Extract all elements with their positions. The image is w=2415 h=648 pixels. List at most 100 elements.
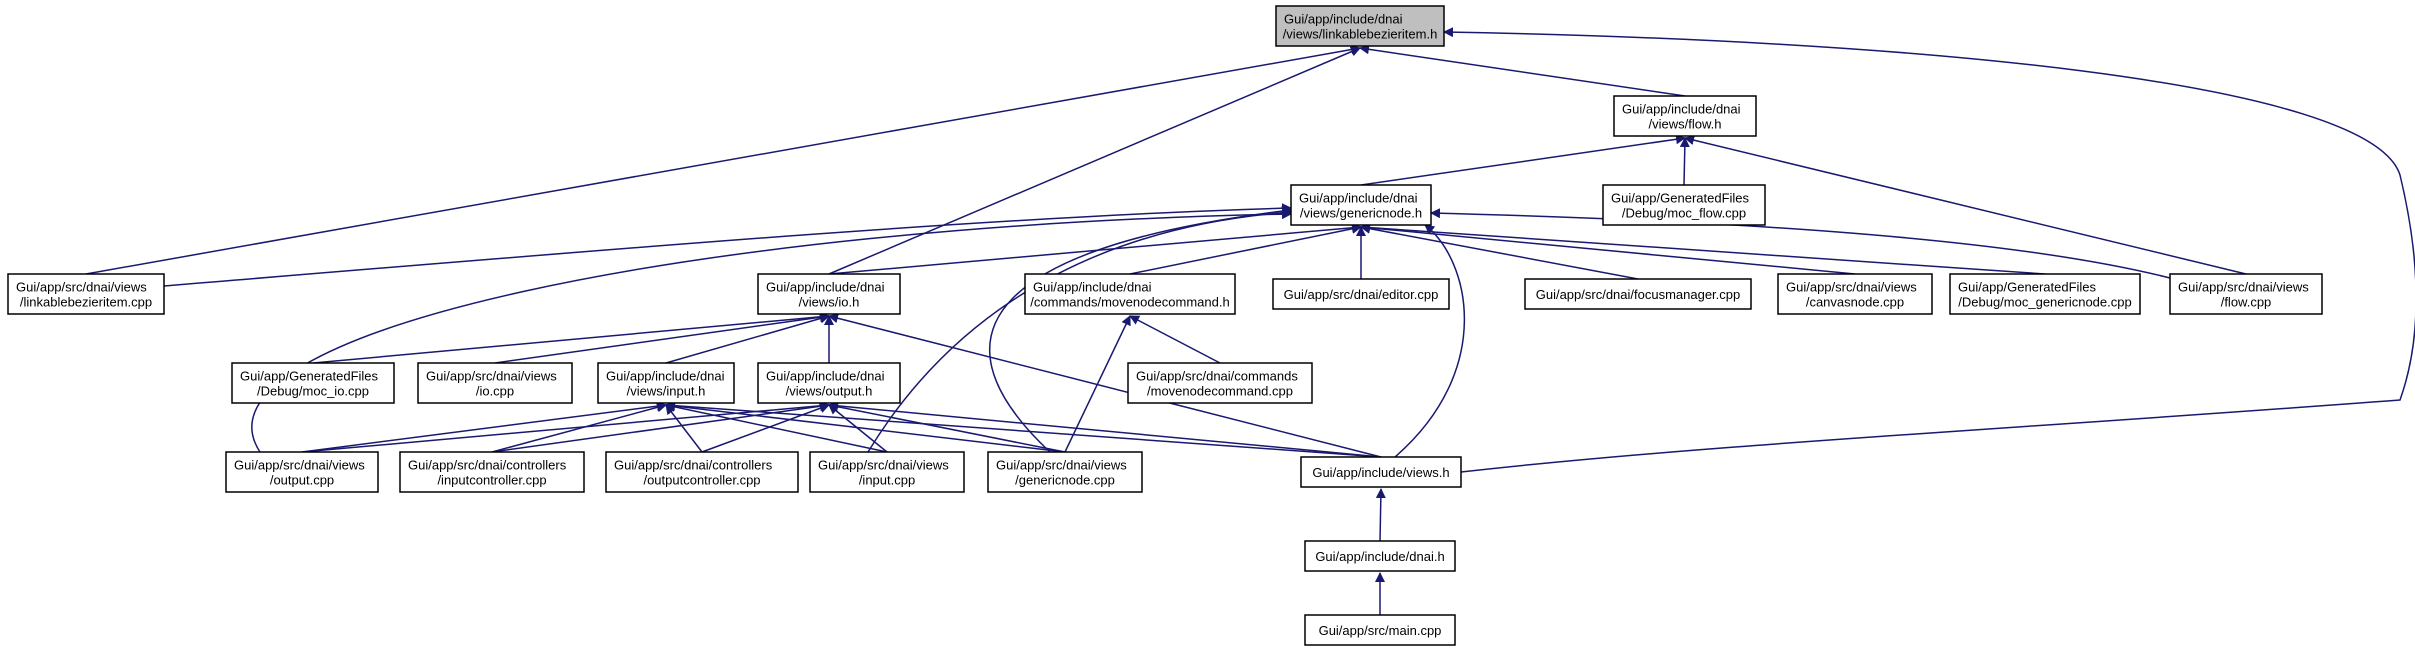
- node-box: [809, 451, 965, 493]
- node-movenodecommand-h[interactable]: Gui/app/include/dnai/commands/movenodeco…: [1024, 273, 1236, 315]
- node-box: [757, 273, 901, 315]
- node-label-line: /inputcontroller.cpp: [437, 473, 546, 488]
- edge-output_cpp-to-output_h: [301, 400, 830, 453]
- node-label-line: /commands/movenodecommand.h: [1030, 295, 1229, 310]
- node-label-line: Gui/app/src/main.cpp: [1319, 623, 1442, 638]
- node-box: [605, 451, 799, 493]
- edge-flow_h-to-linkablebezieritem_h: [1359, 44, 1686, 97]
- node-main-cpp[interactable]: Gui/app/src/main.cpp: [1304, 614, 1456, 646]
- node-views-h[interactable]: Gui/app/include/views.h: [1300, 456, 1462, 488]
- node-box: [1024, 273, 1236, 315]
- edge-input_h-to-io_h: [665, 313, 830, 364]
- node-label-line: /Debug/moc_flow.cpp: [1622, 206, 1746, 221]
- node-genericnode-h[interactable]: Gui/app/include/dnai/views/genericnode.h: [1290, 184, 1432, 226]
- node-label-line: Gui/app/include/dnai: [766, 369, 885, 384]
- edge-movenodecommand_h-to-genericnode_h: [1129, 223, 1362, 275]
- edge-views_h-to-linkablebezieritem_h: [1443, 27, 2415, 473]
- node-label-line: /views/input.h: [627, 384, 706, 399]
- node-box: [1777, 273, 1933, 315]
- edge-output_cpp-to-input_h: [301, 401, 667, 453]
- edge-views_h-to-io_h: [828, 313, 1382, 458]
- node-label-line: Gui/app/include/dnai: [1622, 102, 1741, 117]
- node-output-h[interactable]: Gui/app/include/dnai/views/output.h: [757, 362, 901, 404]
- edge-moc_flow-to-flow_h: [1679, 137, 1690, 186]
- node-label-line: Gui/app/include/dnai: [606, 369, 725, 384]
- node-input-h[interactable]: Gui/app/include/dnai/views/input.h: [597, 362, 735, 404]
- node-io-h[interactable]: Gui/app/include/dnai/views/io.h: [757, 273, 901, 315]
- edge-io_cpp-to-io_h: [494, 312, 830, 364]
- node-linkablebezieritem-cpp[interactable]: Gui/app/src/dnai/views/linkablebezierite…: [7, 273, 165, 315]
- node-box: [757, 362, 901, 404]
- edge-canvasnode_cpp-to-genericnode_h: [1360, 222, 1856, 275]
- node-outputcontroller-cpp[interactable]: Gui/app/src/dnai/controllers/outputcontr…: [605, 451, 799, 493]
- node-label-line: /views/flow.h: [1649, 117, 1722, 132]
- edge-genericnode_cpp-to-genericnode_h: [988, 206, 1292, 453]
- node-label-line: Gui/app/src/dnai/controllers: [614, 458, 773, 473]
- node-editor-cpp[interactable]: Gui/app/src/dnai/editor.cpp: [1272, 278, 1450, 310]
- edge-inputcontroller_cpp-to-output_h: [491, 401, 830, 453]
- node-io-cpp[interactable]: Gui/app/src/dnai/views/io.cpp: [417, 362, 573, 404]
- node-linkablebezieritem-h[interactable]: Gui/app/include/dnai/views/linkablebezie…: [1275, 5, 1445, 47]
- node-output-cpp[interactable]: Gui/app/src/dnai/views/output.cpp: [225, 451, 379, 493]
- node-flow-cpp[interactable]: Gui/app/src/dnai/views/flow.cpp: [2169, 273, 2323, 315]
- node-flow-h[interactable]: Gui/app/include/dnai/views/flow.h: [1613, 95, 1757, 137]
- edge-genericnode_cpp-to-output_h: [828, 401, 1066, 453]
- node-focusmanager-cpp[interactable]: Gui/app/src/dnai/focusmanager.cpp: [1524, 278, 1752, 310]
- edge-movenodecommand_cpp-to-movenodecommand_h: [1129, 315, 1221, 364]
- node-box: [417, 362, 573, 404]
- node-label-line: /canvasnode.cpp: [1806, 295, 1904, 310]
- node-moc-io[interactable]: Gui/app/GeneratedFiles/Debug/moc_io.cpp: [231, 362, 395, 404]
- node-label-line: Gui/app/include/views.h: [1312, 465, 1449, 480]
- node-label-line: /genericnode.cpp: [1015, 473, 1115, 488]
- node-label-line: Gui/app/src/dnai/controllers: [408, 458, 567, 473]
- node-label-line: /Debug/moc_io.cpp: [257, 384, 369, 399]
- node-label-line: Gui/app/src/dnai/views: [1786, 280, 1917, 295]
- node-box: [1290, 184, 1432, 226]
- node-box: [2169, 273, 2323, 315]
- node-box: [7, 273, 165, 315]
- node-box: [231, 362, 395, 404]
- node-box: [225, 451, 379, 493]
- edge-flow_cpp-to-genericnode_h: [1430, 208, 2171, 279]
- edge-genericnode_cpp-to-input_h: [665, 401, 1066, 453]
- node-label-line: /outputcontroller.cpp: [643, 473, 760, 488]
- edge-genericnode_cpp-to-movenodecommand_h: [1064, 315, 1131, 453]
- node-label-line: /input.cpp: [859, 473, 915, 488]
- edge-focusmanager_cpp-to-genericnode_h: [1360, 223, 1639, 280]
- node-box: [1304, 540, 1456, 572]
- node-box: [399, 451, 585, 493]
- node-label-line: Gui/app/GeneratedFiles: [1958, 280, 2097, 295]
- node-moc-genericnode[interactable]: Gui/app/GeneratedFiles/Debug/moc_generic…: [1949, 273, 2141, 315]
- node-dnai-h[interactable]: Gui/app/include/dnai.h: [1304, 540, 1456, 572]
- node-label-line: Gui/app/src/dnai/views: [16, 280, 147, 295]
- edge-moc_io-to-io_h: [312, 311, 830, 364]
- edge-outputcontroller_cpp-to-input_h: [665, 404, 703, 453]
- node-label-line: /io.cpp: [476, 384, 514, 399]
- node-genericnode-cpp[interactable]: Gui/app/src/dnai/views/genericnode.cpp: [987, 451, 1143, 493]
- node-canvasnode-cpp[interactable]: Gui/app/src/dnai/views/canvasnode.cpp: [1777, 273, 1933, 315]
- node-label-line: /views/io.h: [799, 295, 860, 310]
- node-label-line: Gui/app/include/dnai: [766, 280, 885, 295]
- node-box: [1275, 5, 1445, 47]
- node-label-line: /output.cpp: [270, 473, 334, 488]
- node-inputcontroller-cpp[interactable]: Gui/app/src/dnai/controllers/inputcontro…: [399, 451, 585, 493]
- node-movenodecommand-cpp[interactable]: Gui/app/src/dnai/commands/movenodecomman…: [1127, 362, 1313, 404]
- node-box: [1300, 456, 1462, 488]
- edge-views_h-to-output_h: [828, 400, 1382, 458]
- node-label-line: Gui/app/src/dnai/views: [426, 369, 557, 384]
- edge-linkablebezieritem_cpp-to-genericnode_h: [163, 203, 1292, 287]
- node-label-line: Gui/app/src/dnai/views: [996, 458, 1127, 473]
- edge-input_cpp-to-output_h: [828, 404, 888, 453]
- node-label-line: Gui/app/GeneratedFiles: [240, 369, 379, 384]
- edge-flow_cpp-to-flow_h: [1684, 135, 2247, 275]
- node-moc-flow[interactable]: Gui/app/GeneratedFiles/Debug/moc_flow.cp…: [1602, 184, 1766, 226]
- node-input-cpp[interactable]: Gui/app/src/dnai/views/input.cpp: [809, 451, 965, 493]
- edge-inputcontroller_cpp-to-input_h: [491, 402, 667, 453]
- node-label-line: Gui/app/include/dnai: [1299, 191, 1418, 206]
- node-box: [1272, 278, 1450, 310]
- node-label-line: Gui/app/src/dnai/commands: [1136, 369, 1298, 384]
- edge-views_h-to-genericnode_h: [1394, 224, 1466, 458]
- node-label-line: Gui/app/GeneratedFiles: [1611, 191, 1750, 206]
- node-label-line: Gui/app/src/dnai/views: [234, 458, 365, 473]
